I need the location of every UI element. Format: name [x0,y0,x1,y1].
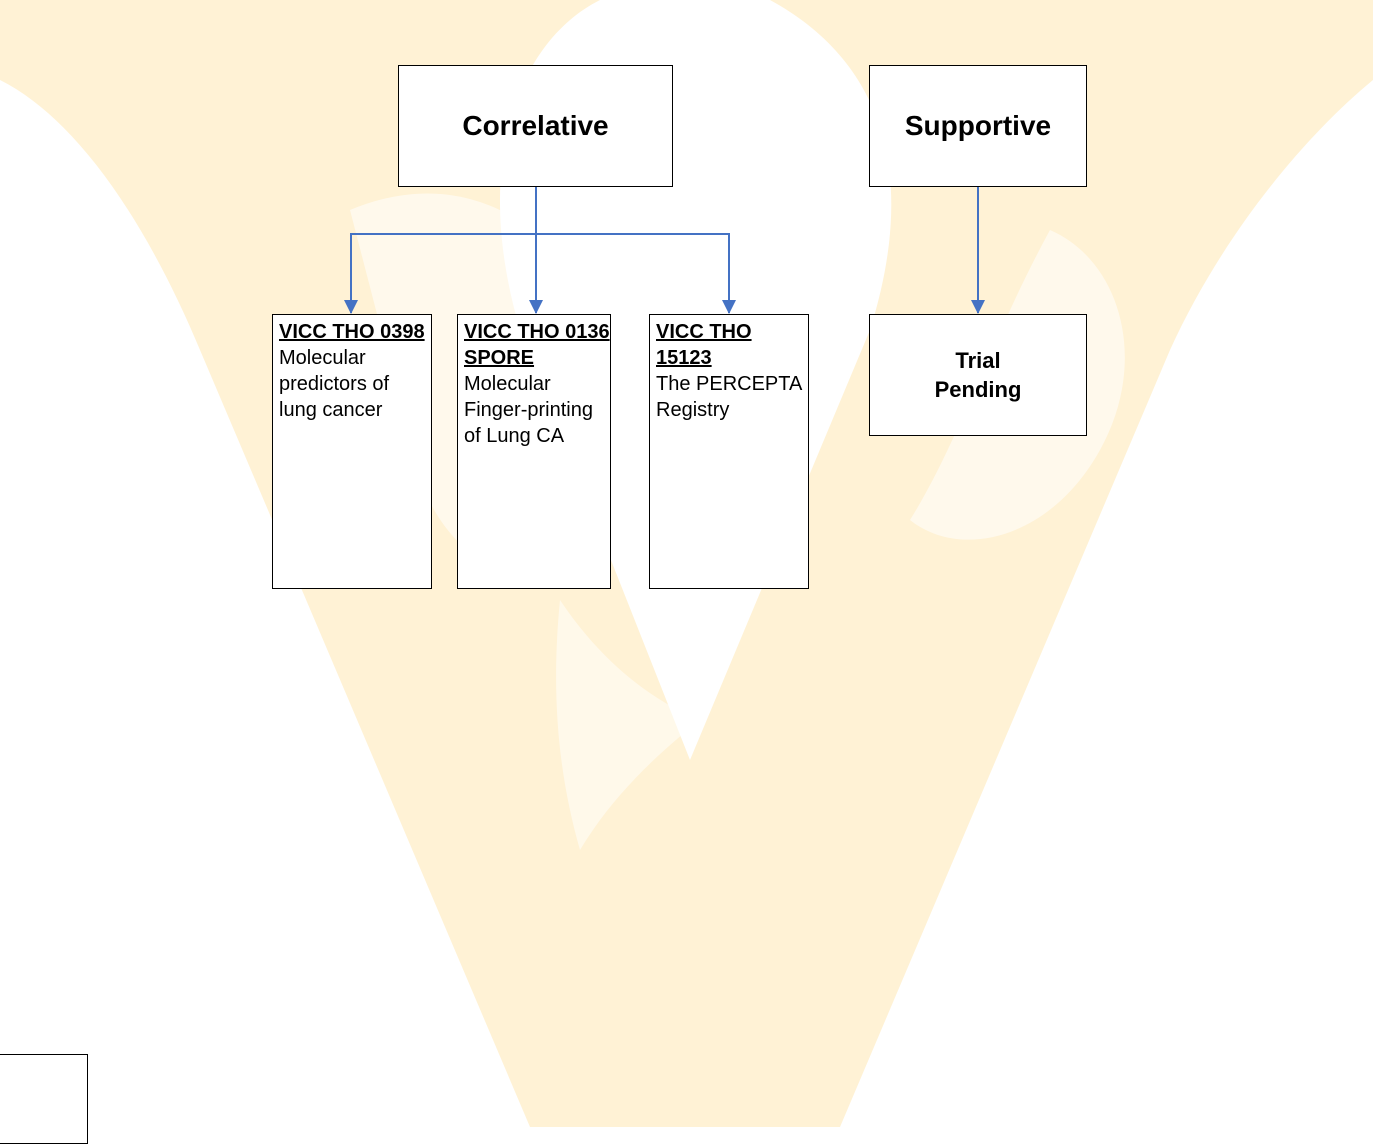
trial-box: VICC THO 0398 Molecular predictors of lu… [272,314,432,589]
trial-id: VICC THO 0398 [279,321,425,343]
arrowhead-1 [344,300,358,314]
partial-box [0,1054,88,1144]
trial-box: VICC THO 15123 The PERCEPTA Registry [649,314,809,589]
trial-pending-label: Trial Pending [934,348,1022,402]
trial-pending-box: Trial Pending [869,314,1087,436]
trial-description: The PERCEPTA Registry [656,373,802,421]
supportive-box: Supportive [869,65,1087,187]
connector-branch-1 [350,233,536,313]
arrowhead-3 [722,300,736,314]
trial-description: Molecular predictors of lung cancer [279,347,390,421]
arrowhead-supportive [971,300,985,314]
arrowhead-2 [529,300,543,314]
trial-id: VICC THO 0136 SPORE [464,321,610,369]
correlative-box: Correlative [398,65,673,187]
supportive-label: Supportive [904,110,1052,141]
connector-branch-3 [536,233,730,313]
correlative-label: Correlative [462,110,609,141]
trial-description: Molecular Finger-printing of Lung CA [464,373,593,447]
trial-box: VICC THO 0136 SPORE Molecular Finger-pri… [457,314,611,589]
trial-id: VICC THO 15123 [656,321,752,369]
